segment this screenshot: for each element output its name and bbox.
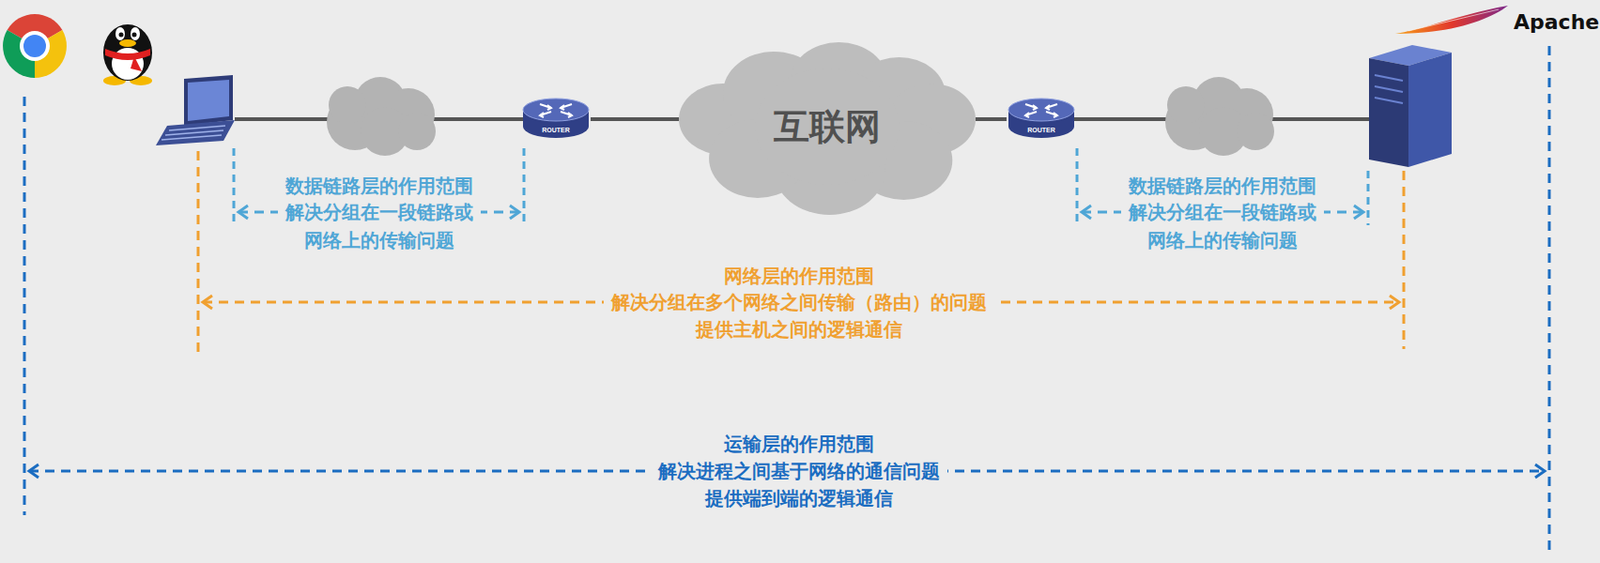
scope-text: 解决分组在一段链路或: [1121, 200, 1324, 225]
router-node: ROUTER: [521, 96, 591, 140]
scope-text: 解决进程之间基于网络的通信问题: [650, 459, 948, 484]
apache-logo: [1395, 5, 1508, 34]
router-node: ROUTER: [1006, 96, 1077, 140]
logo-text: Apache: [1513, 9, 1600, 37]
router-shape: [1006, 96, 1077, 140]
internet-cloud: 互联网: [678, 40, 976, 216]
transport-scope: [24, 46, 1550, 552]
scope-text: 网络上的传输问题: [296, 228, 462, 253]
scope-text: 解决分组在一段链路或: [277, 200, 481, 225]
scope-title: 网络层的作用范围: [716, 263, 882, 289]
network-link: [975, 119, 1007, 121]
scope-text: 网络上的传输问题: [1139, 228, 1306, 253]
network-link: [590, 119, 679, 121]
scope-text: 提供端到端的逻辑通信: [697, 486, 901, 511]
router-label: ROUTER: [1006, 125, 1077, 135]
network-cloud: [326, 76, 436, 156]
router-label: ROUTER: [521, 125, 591, 135]
scope-title: 数据链路层的作用范围: [277, 173, 481, 199]
laptop-icon: [155, 75, 235, 146]
scope-text: 解决分组在多个网络之间传输（路由）的问题: [603, 290, 995, 315]
server-icon: [1369, 45, 1452, 168]
network-cloud: [1165, 76, 1275, 156]
scope-title: 数据链路层的作用范围: [1121, 173, 1324, 199]
scope-title: 运输层的作用范围: [716, 431, 882, 457]
scope-text: 提供主机之间的逻辑通信: [688, 317, 910, 342]
datalink-scope: [1076, 148, 1369, 226]
browser-icon: [2, 14, 67, 78]
cloud-title: 互联网: [678, 106, 976, 150]
router-shape: [521, 96, 591, 140]
qq-icon: [103, 24, 153, 86]
datalink-scope: [233, 148, 524, 226]
